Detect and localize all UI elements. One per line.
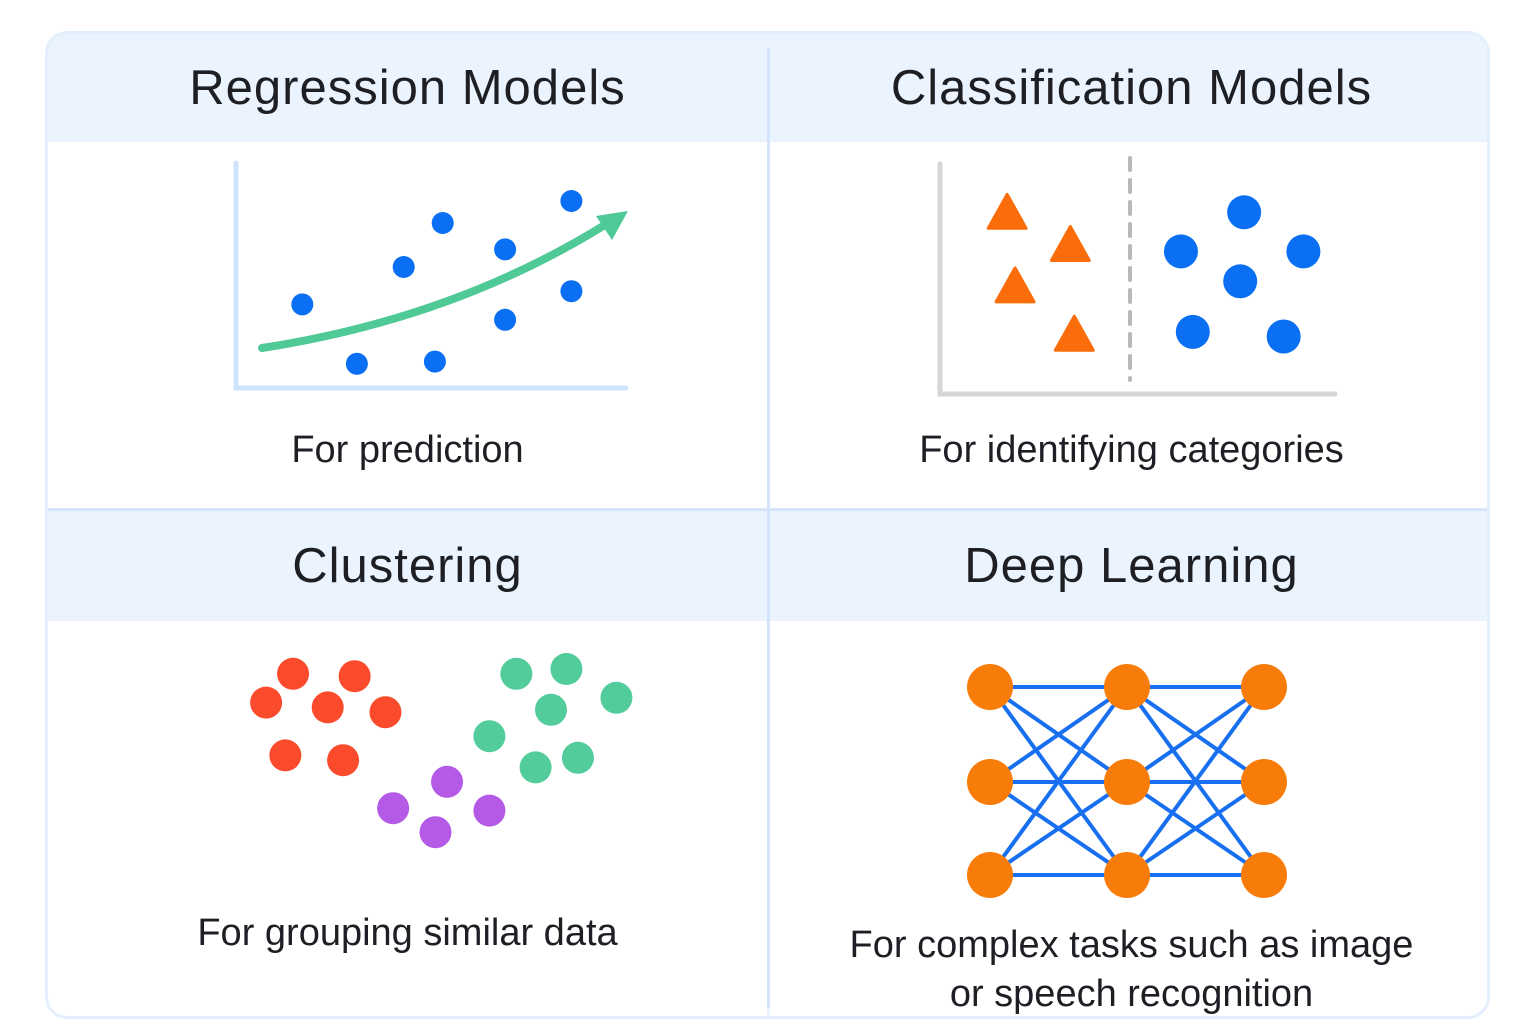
network-node (1241, 664, 1287, 710)
cluster-green-point (500, 657, 533, 690)
network-node (1241, 759, 1287, 805)
neural-network-illustration (967, 664, 1287, 898)
clustering-illustration (250, 653, 633, 849)
cluster-green-point (535, 693, 567, 726)
data-point (494, 308, 517, 331)
network-node (967, 759, 1013, 805)
panel-caption: For grouping similar data (197, 912, 618, 954)
class-b-circle (1286, 234, 1321, 269)
network-edge (988, 780, 1129, 877)
cluster-red-point (277, 657, 310, 690)
network-edge (1125, 780, 1266, 877)
cluster-red-point (250, 686, 283, 719)
class-b-circle (1266, 319, 1301, 354)
class-b-circle (1163, 234, 1198, 269)
cluster-purple-point (377, 792, 410, 825)
cluster-red-point (269, 739, 302, 772)
trend-arrow-head (596, 211, 628, 240)
cluster-green-point (600, 681, 633, 714)
axes (937, 161, 1338, 397)
regression-illustration (233, 160, 629, 391)
data-point (392, 256, 415, 278)
panel-body: For identifying categories (770, 142, 1487, 508)
network-edge (988, 685, 1129, 877)
panel-regression: Regression Models For prediction (48, 34, 767, 508)
panel-title: Regression Models (48, 34, 767, 142)
cluster-green-point (519, 751, 552, 784)
data-point (345, 352, 368, 375)
panel-title: Deep Learning (770, 511, 1487, 621)
horizontal-divider (48, 508, 1487, 511)
network-edge (1125, 685, 1266, 877)
cluster-green-point (561, 741, 594, 774)
panel-deep-learning: Deep Learning For complex tasks such as … (770, 511, 1487, 1016)
panel-caption: For identifying categories (919, 429, 1344, 471)
network-node (1104, 664, 1150, 710)
data-point (494, 238, 517, 261)
cluster-purple-point (419, 816, 452, 849)
class-b-circle (1223, 264, 1258, 299)
panel-title: Clustering (48, 511, 767, 621)
panel-classification: Classification Models For identifying ca… (770, 34, 1487, 508)
cluster-green-point (550, 653, 583, 685)
panel-caption-line-2: or speech recognition (949, 973, 1314, 1015)
cluster-red-point (369, 696, 402, 729)
class-b-circle (1175, 314, 1210, 349)
data-point (431, 212, 454, 234)
classification-illustration (937, 156, 1338, 397)
class-a-triangle (1049, 225, 1091, 262)
network-node (1104, 759, 1150, 805)
panel-body: For prediction (48, 142, 767, 508)
network-node (1104, 852, 1150, 898)
network-node (1241, 852, 1287, 898)
axes (233, 160, 629, 391)
cluster-purple-point (473, 794, 506, 827)
cluster-green-point (473, 720, 506, 753)
vertical-divider (767, 48, 770, 1008)
data-point (291, 293, 314, 316)
panel-body: For complex tasks such as image or speec… (770, 621, 1487, 1016)
cluster-purple-point (431, 765, 464, 798)
network-edge (988, 685, 1129, 784)
cluster-red-point (311, 691, 344, 724)
cluster-red-point (338, 660, 371, 693)
network-node (967, 852, 1013, 898)
class-a-triangle (986, 192, 1028, 230)
data-point (560, 280, 583, 303)
data-point (560, 190, 583, 212)
cluster-red-point (327, 744, 360, 777)
panel-caption: For prediction (291, 429, 524, 471)
ml-models-board: Regression Models For prediction Classif… (45, 31, 1490, 1019)
trend-line (258, 219, 612, 352)
class-b-circle (1227, 195, 1262, 230)
panel-body: For grouping similar data (48, 621, 767, 1016)
panel-title: Classification Models (770, 34, 1487, 142)
panel-caption-line-1: For complex tasks such as image (849, 924, 1414, 966)
panel-clustering: Clustering For grouping similar data (48, 511, 767, 1016)
class-a-triangle (994, 266, 1036, 304)
network-node (967, 664, 1013, 710)
network-edge (1125, 685, 1266, 784)
data-point (423, 350, 446, 373)
class-a-triangle (1053, 314, 1095, 352)
